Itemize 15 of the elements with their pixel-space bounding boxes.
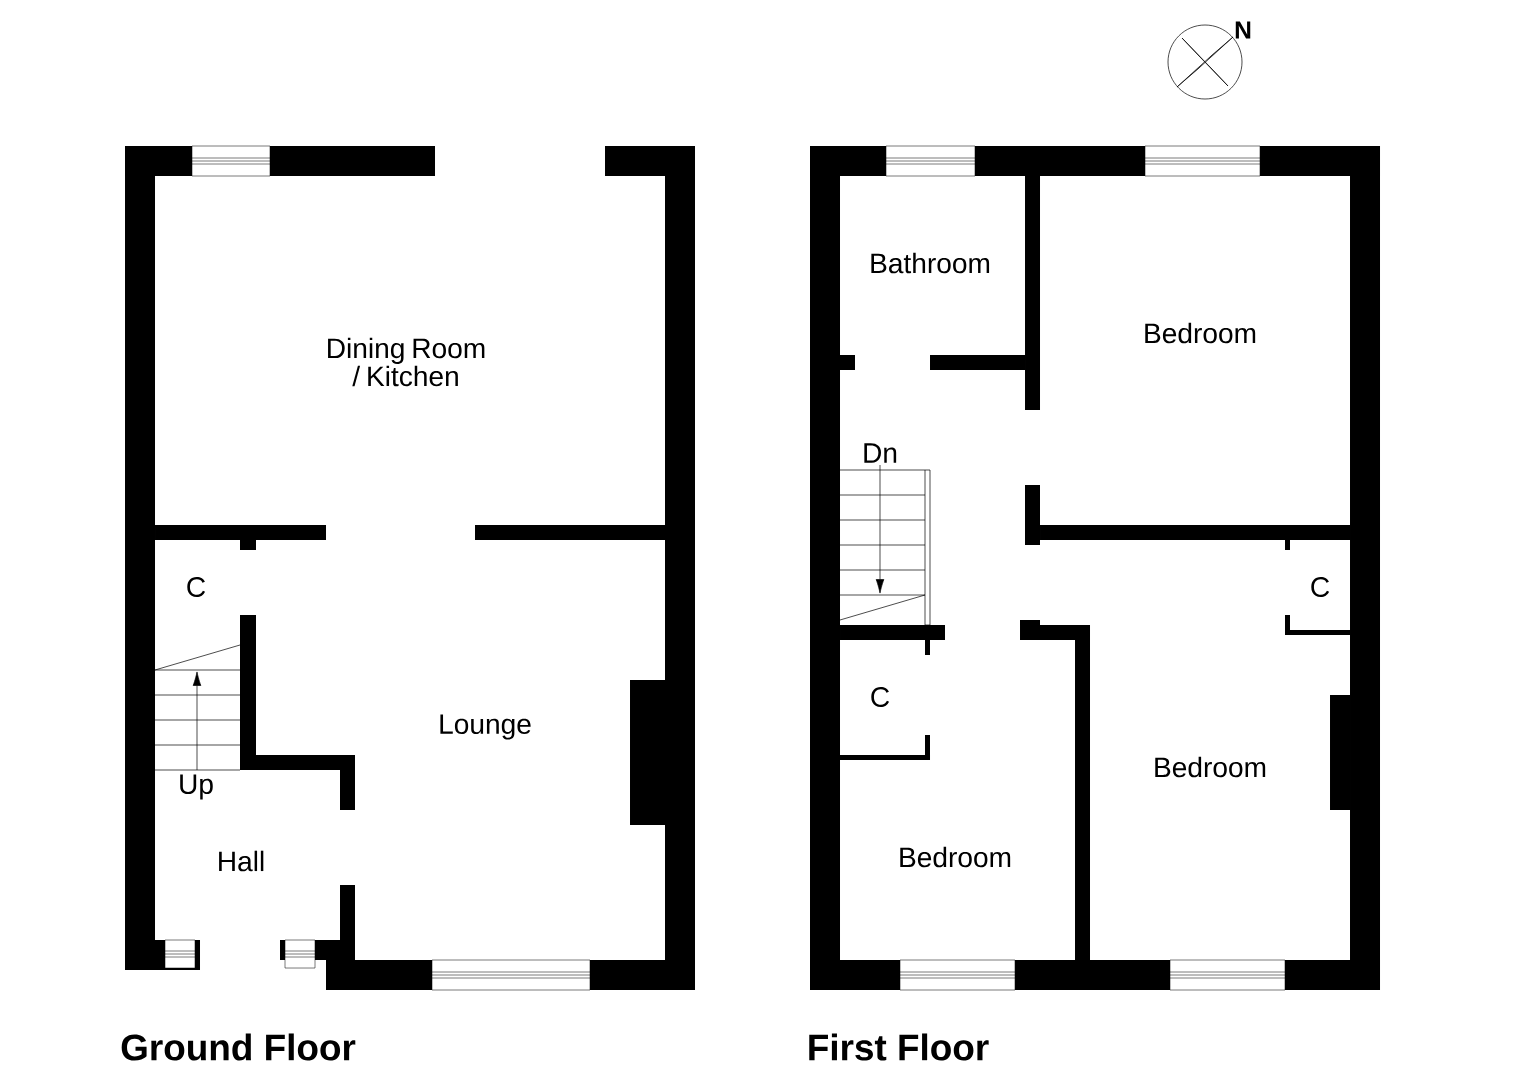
room-label: Bathroom [871,252,990,274]
room-label: Bedroom [1155,756,1266,778]
stair-label: Up [180,774,213,800]
compass-label: N [1235,21,1251,39]
room-label: C [1311,577,1330,597]
floor-title: Ground Floor [121,1033,356,1061]
room-label: Bedroom [900,846,1011,868]
room-label: Lounge [440,714,531,740]
room-label: C [871,687,890,707]
floor-title: First Floor [809,1033,989,1061]
room-label: Hall [219,850,264,872]
room-label: Dining Room / Kitchen [328,337,485,387]
room-label: Bedroom [1145,322,1256,344]
room-label: C [187,577,206,597]
stair-label: Dn [864,443,897,463]
